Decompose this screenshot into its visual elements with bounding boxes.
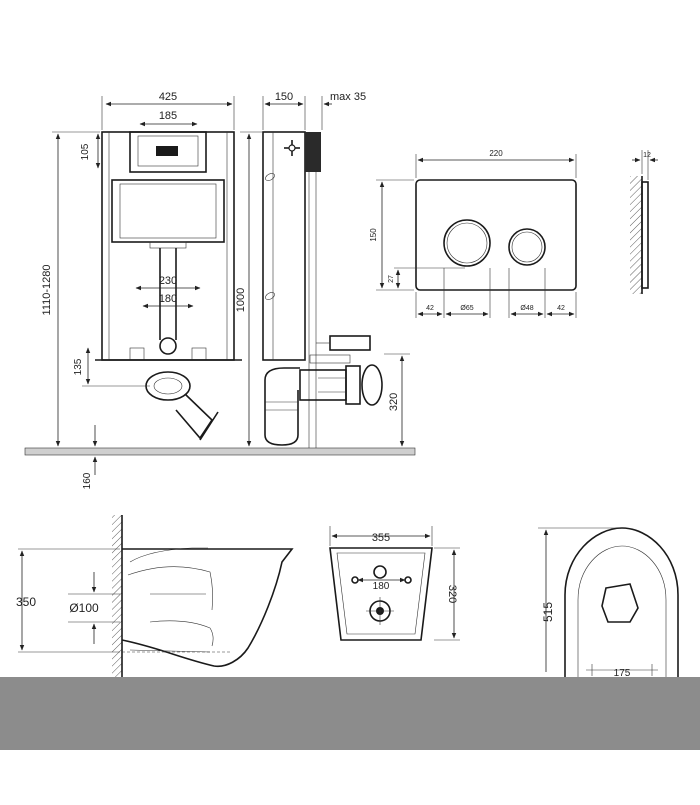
dim-135: 135 <box>73 358 84 375</box>
flush-box-side <box>305 132 321 172</box>
mount-hole-right <box>404 576 412 584</box>
wc-top-outline <box>564 527 679 690</box>
dim-27: 27 <box>388 275 395 283</box>
dim-320-outlet: 320 <box>388 393 400 411</box>
dim-d65: Ø65 <box>460 305 473 312</box>
dim-425: 425 <box>159 91 177 103</box>
dim-180: 180 <box>159 293 177 305</box>
floor-line <box>24 447 416 456</box>
dim-1110-1280: 1110-1280 <box>41 265 53 316</box>
dim-max-35: max 35 <box>330 91 366 103</box>
dim-12: 12 <box>643 152 651 159</box>
wc-bowl-profile <box>121 548 294 668</box>
plate-side-view <box>630 176 649 294</box>
wc-top-view <box>564 527 679 690</box>
wc-back-outline <box>329 547 433 641</box>
bowl-outlet-shape <box>601 583 639 623</box>
dim-42-right: 42 <box>557 305 565 312</box>
button-plate-view <box>415 179 577 291</box>
dim-175: 175 <box>614 668 631 679</box>
flush-mechanism <box>129 131 207 173</box>
side-frame-outline <box>262 131 306 361</box>
plate-profile <box>641 181 649 289</box>
large-flush-button <box>443 219 491 267</box>
dim-180-holes: 180 <box>373 581 390 592</box>
dim-230: 230 <box>159 275 177 287</box>
dim-42-left: 42 <box>426 305 434 312</box>
drain-elbow <box>145 371 191 401</box>
button-plate <box>415 179 577 291</box>
dim-105: 105 <box>80 143 91 160</box>
footer-band <box>0 677 700 750</box>
cistern-body <box>111 179 225 243</box>
dim-220: 220 <box>489 149 503 158</box>
small-flush-button <box>508 228 546 266</box>
dim-355: 355 <box>372 532 390 544</box>
dim-320-back: 320 <box>446 585 458 603</box>
dim-150-plate: 150 <box>369 228 378 242</box>
dim-d100: Ø100 <box>69 601 99 615</box>
dim-350: 350 <box>16 595 36 609</box>
drain-connector <box>299 369 347 401</box>
water-inlet-hole <box>373 565 387 579</box>
wc-back-view <box>329 547 433 641</box>
wc-side-view <box>112 515 294 685</box>
mount-hole-left <box>351 576 359 584</box>
dim-515: 515 <box>541 602 555 622</box>
dim-d48: Ø48 <box>520 305 533 312</box>
dim-150: 150 <box>275 91 293 103</box>
dim-185: 185 <box>159 110 177 122</box>
dim-1000: 1000 <box>235 288 247 312</box>
dim-160: 160 <box>82 472 93 489</box>
drain-bend-side <box>264 380 299 446</box>
frame-side-view <box>262 131 383 448</box>
